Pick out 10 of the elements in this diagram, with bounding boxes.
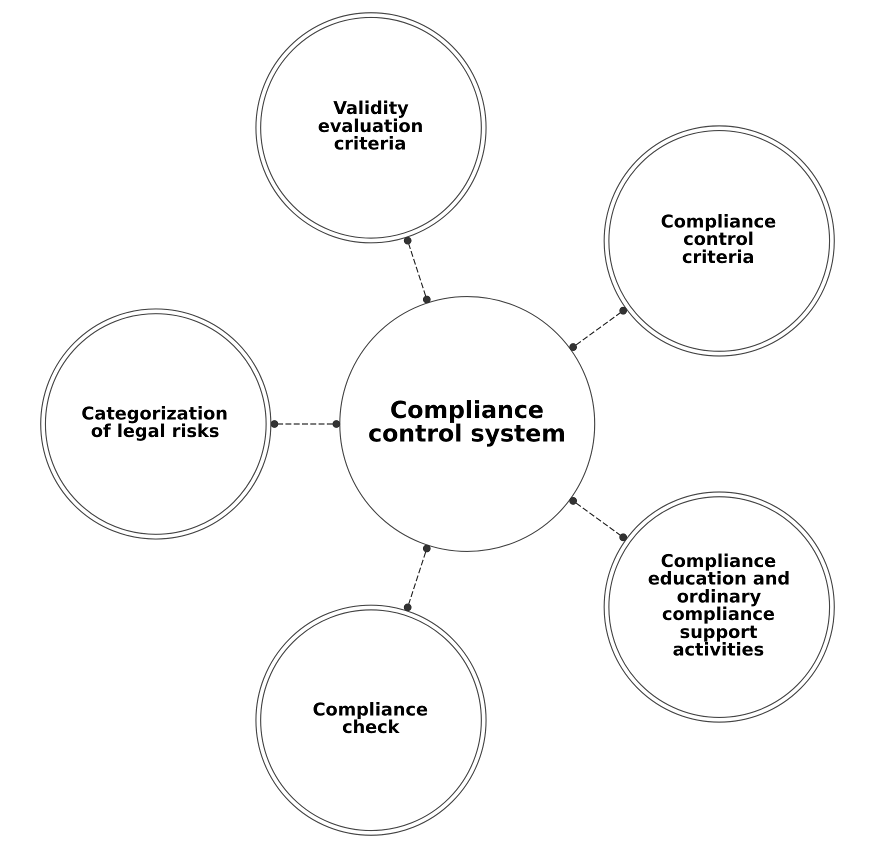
connector <box>403 236 430 304</box>
node-circle: Compliance education and ordinary compliance support activities <box>603 491 834 723</box>
connector <box>403 544 430 612</box>
node-circle: Compliance check <box>254 604 486 836</box>
connector <box>568 497 627 542</box>
connector <box>270 420 340 428</box>
node-circle: Compliance control criteria <box>603 125 834 357</box>
node-circle: Categorization of legal risks <box>40 308 271 540</box>
node-circle: Validity evaluation criteria <box>254 12 486 244</box>
connector <box>568 306 627 351</box>
